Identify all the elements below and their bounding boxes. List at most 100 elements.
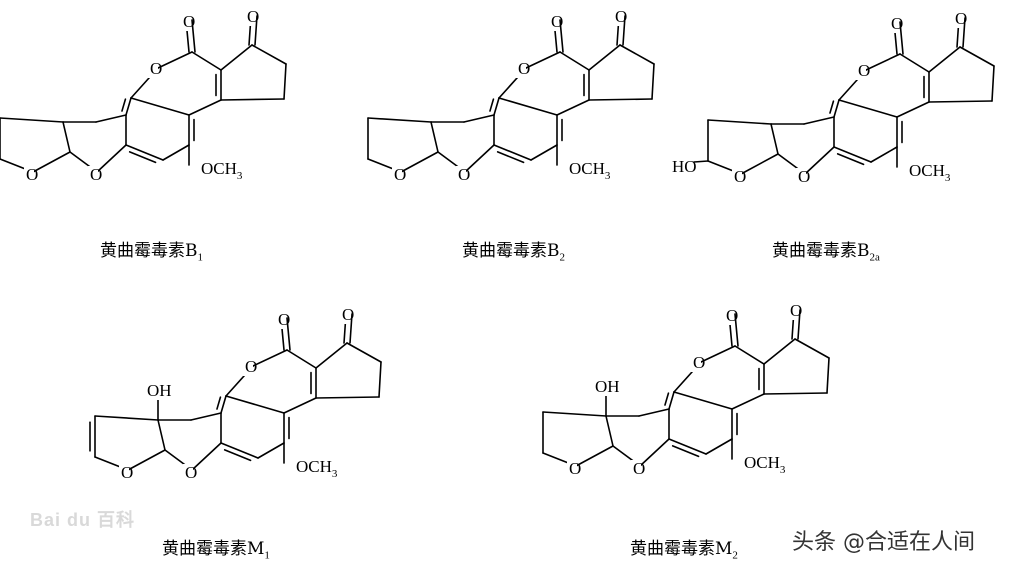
mol0-bond (0, 117, 64, 123)
mol4-bond (668, 438, 707, 455)
mol1-o-ketone-bg (613, 8, 623, 26)
mol0-bond (62, 121, 71, 153)
mol4-bond (605, 415, 614, 447)
mol4-dbond (664, 392, 670, 406)
mol2-o-ketone-bg (953, 10, 963, 28)
mol4-dbond (797, 309, 801, 340)
mol3-dbond (216, 396, 222, 410)
baidu-watermark: Bai du 百科 (30, 510, 136, 530)
mol4-bond (668, 391, 675, 410)
mol4-bond (542, 411, 607, 417)
mol4-bond (638, 408, 670, 417)
mol3-bond (190, 412, 222, 421)
mol2-bond (770, 123, 779, 155)
mol1-och3-label: OCH3 (569, 159, 611, 182)
mol4-o-lactone-bg (691, 354, 701, 372)
mol2-dbond (962, 17, 966, 48)
mol0-o-furan1-bg (88, 166, 98, 184)
mol1-o-furan2-bg (392, 166, 402, 184)
mol1-o-ketone: O (615, 7, 627, 26)
mol2-bond (838, 99, 898, 118)
mol3-och3-label: OCH3 (296, 457, 338, 480)
mol3-och3-label-bg (294, 458, 332, 476)
mol4-o-furan2: O (569, 459, 581, 478)
mol4-bond (826, 357, 830, 394)
mol4-bond (700, 345, 736, 363)
mol2-bond (870, 146, 898, 163)
mol4-bond (673, 391, 733, 410)
mol3-bond (283, 397, 317, 414)
mol2-bond (803, 116, 835, 125)
mol1-bond (525, 51, 561, 69)
mol0-bond (130, 97, 190, 116)
mol4-och3-label-bg (742, 454, 780, 472)
mol1-o-lactone: O (518, 59, 530, 78)
mol3-o-furan1: O (185, 463, 197, 482)
mol1-o-furan1: O (458, 165, 470, 184)
mol3-o-furan2: O (121, 463, 133, 482)
mol2-bond (833, 99, 840, 118)
mol1-o-carbonyl: O (551, 12, 563, 31)
mol1-bond (430, 121, 439, 153)
mol2-bond (991, 65, 995, 102)
mol1-o-furan1-bg (456, 166, 466, 184)
mol0-bond (220, 44, 253, 71)
mol2-o-lactone: O (858, 61, 870, 80)
mol3-bond (225, 395, 285, 414)
mol2-ho-label-bg (670, 158, 690, 176)
mol0-o-carbonyl-bg (181, 13, 191, 31)
mol4-och3-label: OCH3 (744, 453, 786, 476)
mol4-o-furan1: O (633, 459, 645, 478)
mol1-dbond (622, 15, 626, 46)
mol1-bond (588, 44, 621, 71)
mol1-dbond (496, 151, 525, 164)
mol1-bond (463, 114, 495, 123)
mol0-bond (157, 51, 193, 69)
mol0-o-furan2: O (26, 165, 38, 184)
mol4-oh-label: OH (595, 377, 620, 396)
mol1-bond (400, 151, 439, 173)
mol4-oh-label-bg (593, 378, 613, 396)
mol3-o-carbonyl-bg (276, 311, 286, 329)
mol0-bond (191, 51, 222, 71)
mol1-bond (367, 117, 432, 123)
mol3-bond (94, 415, 159, 421)
mol2-och3-label-bg (907, 162, 945, 180)
mol4-bond (731, 393, 765, 410)
mol0-och3-label-bg (199, 160, 237, 178)
mol3-o-carbonyl: O (278, 310, 290, 329)
mol1-dbond (489, 98, 495, 112)
mol2-o-ketone: O (955, 9, 967, 28)
mol3-bond (257, 442, 285, 459)
mol0-bond (96, 144, 127, 173)
mol0-bond (251, 44, 287, 65)
mol4-bond (639, 438, 670, 467)
mol3-bond (315, 342, 348, 369)
mol4-bond (794, 338, 830, 359)
mol0-o-lactone: O (150, 59, 162, 78)
mol2-bond (693, 160, 709, 163)
mol3-o-furan1-bg (183, 464, 193, 482)
mol3-bond (220, 442, 259, 459)
mol4-o-carbonyl-bg (724, 307, 734, 325)
mol0-dbond (128, 151, 157, 164)
mol1-bond (559, 51, 590, 71)
mol0-bond (125, 144, 164, 161)
mol0-bond (95, 114, 127, 123)
mol2-bond (959, 46, 995, 67)
mol4-bond (575, 445, 614, 467)
mol4-o-lactone: O (693, 353, 705, 372)
mol3-bond (191, 442, 222, 471)
mol0-o-furan2-bg (24, 166, 34, 184)
mol3-o-lactone-bg (243, 358, 253, 376)
mol4-bond (705, 438, 733, 455)
mol0-dbond (254, 15, 258, 46)
mol2-bond (804, 146, 835, 175)
mol4-o-ketone-bg (788, 302, 798, 320)
mol1-o-carbonyl-bg (549, 13, 559, 31)
mol3-dbond (349, 313, 353, 344)
mol2-bond (740, 153, 779, 175)
mol2-o-furan2: O (734, 167, 746, 186)
mol4-o-furan1-bg (631, 460, 641, 478)
